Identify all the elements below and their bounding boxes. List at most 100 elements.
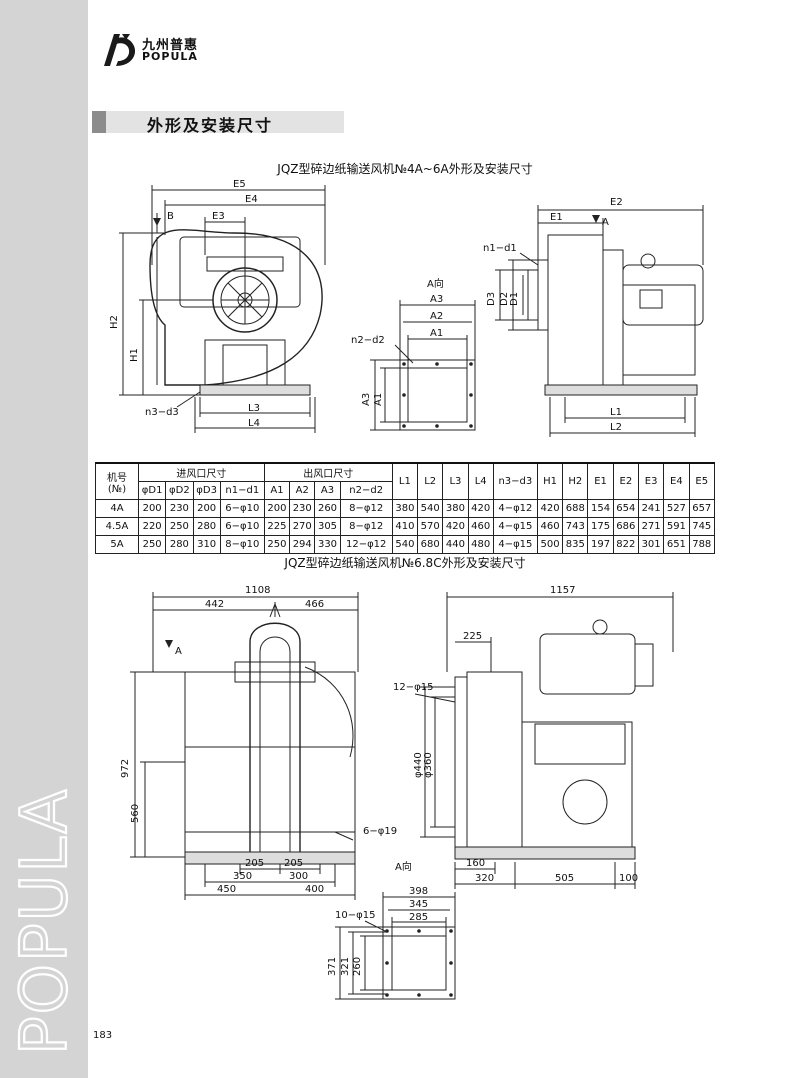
table-cell: 480 — [467, 535, 494, 554]
header-model: 机号 (№) — [95, 462, 139, 500]
label-view-a: A向 — [395, 860, 412, 873]
brand-name-en: POPULA — [142, 50, 198, 63]
label-505: 505 — [555, 873, 574, 884]
label-350: 350 — [233, 871, 252, 882]
label-398: 398 — [409, 886, 428, 897]
label-B: B — [167, 211, 174, 222]
col-header: H1 — [536, 462, 564, 500]
table-cell: 310 — [192, 535, 221, 554]
label-E2: E2 — [610, 197, 623, 208]
table-cell: 220 — [137, 517, 167, 536]
col-header: H2 — [562, 462, 589, 500]
table-cell: 305 — [314, 517, 341, 536]
label-205a: 205 — [245, 858, 264, 869]
label-L3: L3 — [248, 403, 260, 414]
table-cell: 271 — [637, 517, 665, 536]
label-E3: E3 — [212, 211, 225, 222]
table-cell: 200 — [263, 499, 291, 518]
label-n1d1: n1−d1 — [483, 243, 517, 254]
table-cell: 280 — [165, 535, 194, 554]
table-cell: 835 — [562, 535, 589, 554]
table-cell: 225 — [263, 517, 291, 536]
label-n3d3: n3−d3 — [145, 407, 179, 418]
col-header: n1−d1 — [219, 481, 265, 500]
label-D2: D2 — [499, 292, 510, 306]
table-cell: 241 — [637, 499, 665, 518]
table-cell: 743 — [562, 517, 589, 536]
label-H2: H2 — [109, 315, 120, 329]
table-cell: 8−φ12 — [339, 499, 393, 518]
label-L1: L1 — [610, 407, 622, 418]
table-header-row: 机号 (№) 进风口尺寸 出风口尺寸 L1 L2 L3 L4 n3−d3 H1 … — [95, 462, 716, 500]
table-cell: 657 — [688, 499, 716, 518]
section-marker — [92, 111, 106, 133]
table-cell: 680 — [417, 535, 444, 554]
table-cell: 200 — [137, 499, 167, 518]
label-450: 450 — [217, 884, 236, 895]
page-sidebar: POPULA — [0, 0, 88, 1078]
col-header: E1 — [587, 462, 614, 500]
label-12phi15: 12−φ15 — [393, 682, 433, 693]
model-cell: 4A — [95, 499, 139, 518]
col-header: A3 — [314, 481, 341, 500]
label-D1: D1 — [509, 292, 520, 306]
label-285: 285 — [409, 912, 428, 923]
label-1157: 1157 — [550, 585, 575, 596]
table-cell: 460 — [536, 517, 564, 536]
label-300: 300 — [289, 871, 308, 882]
table-cell: 154 — [587, 499, 614, 518]
table-cell: 4−φ15 — [492, 535, 538, 554]
sidebar-brand-text: POPULA — [8, 788, 78, 1055]
table-cell: 301 — [637, 535, 665, 554]
table-cell: 8−φ10 — [219, 535, 265, 554]
table-cell: 420 — [536, 499, 564, 518]
col-header: n2−d2 — [339, 481, 393, 500]
label-A3-top: A3 — [430, 294, 443, 305]
table-cell: 420 — [442, 517, 469, 536]
label-321: 321 — [340, 957, 351, 976]
sidebar-brand-word: POPULA — [8, 787, 78, 1057]
label-100: 100 — [619, 873, 638, 884]
label-D3: D3 — [486, 292, 497, 306]
col-header: φD3 — [192, 481, 221, 500]
label-E4: E4 — [245, 194, 258, 205]
table-cell: 250 — [263, 535, 291, 554]
table-cell: 570 — [417, 517, 444, 536]
table-cell: 420 — [467, 499, 494, 518]
label-A3-side: A3 — [361, 393, 372, 406]
label-L2: L2 — [610, 422, 622, 433]
table-cell: 788 — [688, 535, 716, 554]
label-A1-side: A1 — [373, 393, 384, 406]
col-header: L4 — [467, 462, 494, 500]
table-cell: 380 — [442, 499, 469, 518]
table-cell: 380 — [391, 499, 419, 518]
label-E5: E5 — [233, 179, 246, 190]
figure1-drawing: E5 E4 E3 B H2 H1 n3−d3 L3 L4 A向 A3 A2 A1… — [109, 179, 704, 437]
label-L4: L4 — [248, 418, 260, 429]
table-cell: 230 — [289, 499, 316, 518]
brand-logo: 九州普惠 POPULA — [100, 28, 230, 72]
table-cell: 200 — [192, 499, 221, 518]
header-outlet: 出风口尺寸 — [263, 462, 393, 482]
table-cell: 745 — [688, 517, 716, 536]
table-cell: 4−φ12 — [492, 499, 538, 518]
table-cell: 6−φ10 — [219, 517, 265, 536]
section-header: 外形及安装尺寸 — [92, 111, 344, 135]
table-cell: 230 — [165, 499, 194, 518]
label-phi360: φ360 — [423, 752, 434, 778]
section-title: 外形及安装尺寸 — [147, 116, 274, 135]
table-cell: 175 — [587, 517, 614, 536]
label-view-a: A向 — [427, 277, 444, 290]
table-cell: 4−φ15 — [492, 517, 538, 536]
table-cell: 260 — [314, 499, 341, 518]
table-cell: 294 — [289, 535, 316, 554]
col-header: L3 — [442, 462, 469, 500]
table-cell: 12−φ12 — [339, 535, 393, 554]
table-cell: 651 — [663, 535, 690, 554]
col-header: E5 — [688, 462, 716, 500]
label-10phi15: 10−φ15 — [335, 910, 375, 921]
table-cell: 270 — [289, 517, 316, 536]
figure2-caption: JQZ型碎边纸输送风机№6.8C外形及安装尺寸 — [284, 556, 526, 570]
label-320: 320 — [475, 873, 494, 884]
col-header: E3 — [637, 462, 665, 500]
